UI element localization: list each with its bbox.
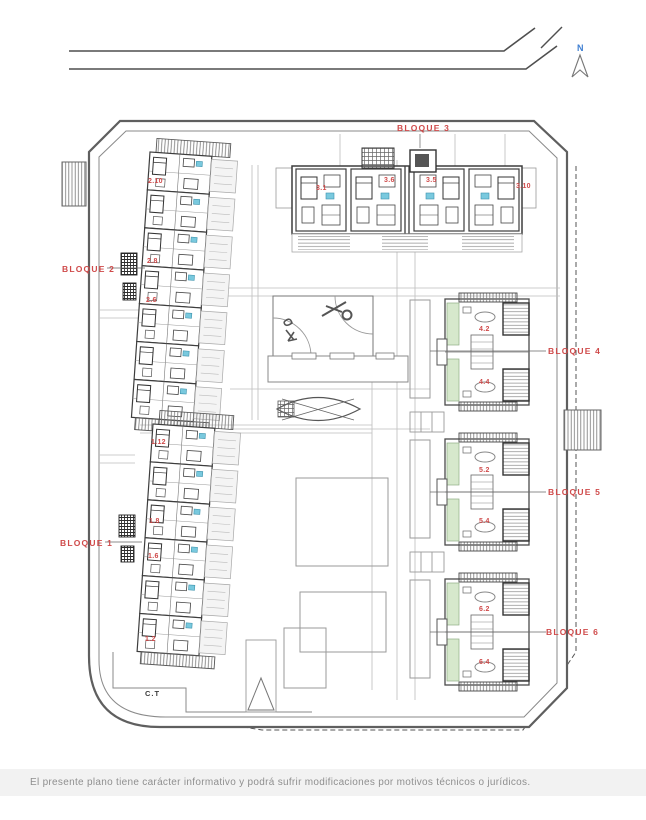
bench-area xyxy=(267,352,409,383)
footer-disclaimer: El presente plano tiene carácter informa… xyxy=(30,777,531,788)
building-bloque-4 xyxy=(436,292,530,412)
unit-3-6: 3.6 xyxy=(384,177,395,184)
bloque-6-label: BLOQUE 6 xyxy=(546,627,599,637)
unit-1-12: 1.12 xyxy=(151,439,166,446)
unit-1-6: 1.6 xyxy=(148,553,159,560)
unit-6-4: 6.4 xyxy=(479,659,490,666)
bloque-1-label: BLOQUE 1 xyxy=(60,538,113,548)
unit-4-4: 4.4 xyxy=(479,379,490,386)
building-bloque-1 xyxy=(118,409,242,670)
slide-icon xyxy=(283,318,298,342)
bloque-5-label: BLOQUE 5 xyxy=(548,487,601,497)
unit-6-2: 6.2 xyxy=(479,606,490,613)
unit-3-10: 3.10 xyxy=(516,183,531,190)
unit-2-8: 2.8 xyxy=(147,258,158,265)
unit-4-2: 4.2 xyxy=(479,326,490,333)
unit-2-10: 2.10 xyxy=(148,178,163,185)
villa-connectors xyxy=(409,411,445,573)
site-plan-canvas: N xyxy=(60,26,602,731)
ct-label: C.T xyxy=(145,689,160,698)
building-bloque-3 xyxy=(275,134,537,253)
unit-5-4: 5.4 xyxy=(479,518,490,525)
north-label: N xyxy=(577,43,584,53)
bloque-2-label: BLOQUE 2 xyxy=(62,264,115,274)
unit-3-1: 3.1 xyxy=(316,185,327,192)
label-leaders xyxy=(105,267,546,633)
unit-5-2: 5.2 xyxy=(479,467,490,474)
parking-strip-left xyxy=(61,161,87,207)
bloque-3-label: BLOQUE 3 xyxy=(397,123,450,133)
bloque-4-label: BLOQUE 4 xyxy=(548,346,601,356)
unit-2-6: 2.6 xyxy=(146,297,157,304)
unit-1-2: 1.2 xyxy=(145,636,156,643)
swimming-pool xyxy=(275,396,362,422)
footer-band: El presente plano tiene carácter informa… xyxy=(0,769,646,796)
central-plots xyxy=(283,299,431,689)
plot-limit-dashed xyxy=(149,166,577,731)
parking-strip-right xyxy=(563,409,602,451)
road xyxy=(69,26,563,70)
unit-1-8: 1.8 xyxy=(149,518,160,525)
unit-3-5: 3.5 xyxy=(426,177,437,184)
ct-area: C.T xyxy=(112,639,312,713)
seesaw-icon xyxy=(321,301,353,321)
north-arrow-icon: N xyxy=(571,43,589,78)
playground xyxy=(272,295,374,357)
